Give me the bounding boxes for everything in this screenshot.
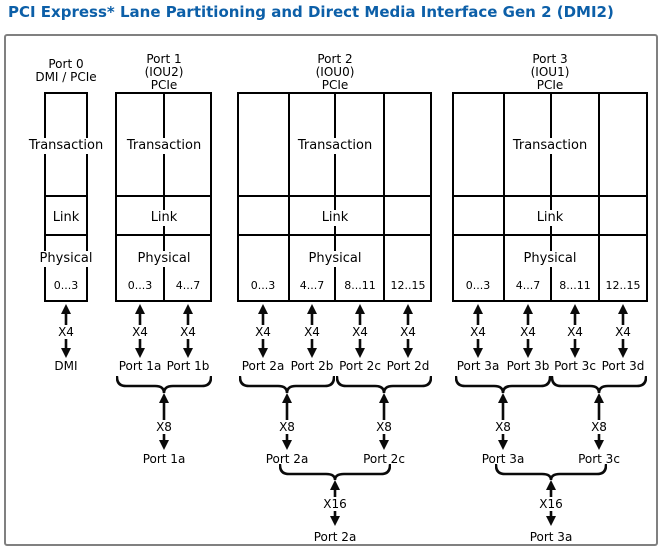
port1-name: Port 1 bbox=[146, 52, 182, 66]
x4-label: X4 bbox=[302, 325, 322, 339]
brace-port3a-x16 bbox=[495, 464, 607, 481]
x4-target-port3a: Port 3a bbox=[456, 359, 500, 373]
page-title: PCI Express* Lane Partitioning and Direc… bbox=[8, 3, 614, 21]
port1-lane-divider bbox=[163, 94, 165, 300]
port1-type: PCIe bbox=[150, 78, 178, 92]
diagram-frame: Port 0 DMI / PCIe Port 1 (IOU2) PCIe Por… bbox=[4, 34, 658, 546]
port3-lane-0: 0...3 bbox=[465, 279, 491, 292]
port2-header: Port 2 (IOU0) PCIe bbox=[316, 53, 355, 92]
x4-target-port3c: Port 3c bbox=[554, 359, 596, 373]
port1-lane-1: 4...7 bbox=[175, 279, 201, 292]
brace-port3a bbox=[455, 376, 551, 394]
port3-lane-2: 8...11 bbox=[559, 279, 591, 292]
x4-label: X4 bbox=[468, 325, 488, 339]
x4-label: X4 bbox=[56, 325, 76, 339]
x16-label: X16 bbox=[321, 497, 349, 511]
x8-label: X8 bbox=[277, 420, 297, 434]
x4-target-port1a: Port 1a bbox=[118, 359, 162, 373]
port2-iou: (IOU0) bbox=[315, 65, 355, 79]
port0-name: Port 0 bbox=[48, 57, 84, 71]
x8-label: X8 bbox=[374, 420, 394, 434]
port2-lane-3: 12..15 bbox=[390, 279, 426, 292]
x4-label: X4 bbox=[350, 325, 370, 339]
port0-subtitle: DMI / PCIe bbox=[35, 70, 97, 84]
x4-label: X4 bbox=[253, 325, 273, 339]
x4-target-port1b: Port 1b bbox=[166, 359, 210, 373]
x16-label: X16 bbox=[537, 497, 565, 511]
port2-lane-divider-1 bbox=[288, 94, 290, 300]
brace-port3c bbox=[551, 376, 647, 394]
x8-target-port1a: Port 1a bbox=[142, 452, 186, 466]
port2-lane-2: 8...11 bbox=[344, 279, 376, 292]
x8-label: X8 bbox=[493, 420, 513, 434]
port0-box bbox=[44, 92, 88, 302]
port1-transaction-label: Transaction bbox=[123, 138, 205, 154]
port0-header: Port 0 DMI / PCIe bbox=[35, 58, 96, 84]
x4-target-dmi: DMI bbox=[54, 359, 78, 373]
port2-physical-label: Physical bbox=[305, 251, 365, 267]
x4-label: X4 bbox=[398, 325, 418, 339]
port3-name: Port 3 bbox=[532, 52, 568, 66]
port1-header: Port 1 (IOU2) PCIe bbox=[145, 53, 184, 92]
port1-lane-0: 0...3 bbox=[127, 279, 153, 292]
port1-iou: (IOU2) bbox=[144, 65, 184, 79]
port3-iou: (IOU1) bbox=[530, 65, 570, 79]
brace-port2c bbox=[336, 376, 432, 394]
port0-link-label: Link bbox=[49, 210, 83, 226]
x4-target-port3b: Port 3b bbox=[506, 359, 550, 373]
port2-lane-divider-3 bbox=[383, 94, 385, 300]
x4-label: X4 bbox=[178, 325, 198, 339]
brace-port2a-x16 bbox=[279, 464, 391, 481]
port2-link-label: Link bbox=[318, 210, 352, 226]
x8-target-port3a: Port 3a bbox=[481, 452, 525, 466]
port0-link-physical-divider bbox=[46, 234, 86, 236]
port3-lane-divider-1 bbox=[503, 94, 505, 300]
x8-target-port2a: Port 2a bbox=[265, 452, 309, 466]
port3-type: PCIe bbox=[536, 78, 564, 92]
x4-target-port2a: Port 2a bbox=[241, 359, 285, 373]
port3-lane-1: 4...7 bbox=[515, 279, 541, 292]
port3-lane-divider-3 bbox=[598, 94, 600, 300]
port2-lane-divider-2 bbox=[334, 94, 336, 300]
x4-target-port2d: Port 2d bbox=[386, 359, 430, 373]
x16-target-port3a: Port 3a bbox=[529, 530, 573, 544]
port0-transaction-link-divider bbox=[46, 195, 86, 197]
port0-transaction-label: Transaction bbox=[25, 138, 107, 154]
x4-target-port2c: Port 2c bbox=[339, 359, 381, 373]
x4-target-port2b: Port 2b bbox=[290, 359, 334, 373]
x8-target-port3c: Port 3c bbox=[578, 452, 620, 466]
port2-name: Port 2 bbox=[317, 52, 353, 66]
port3-lane-divider-2 bbox=[550, 94, 552, 300]
x4-label: X4 bbox=[518, 325, 538, 339]
x4-label: X4 bbox=[613, 325, 633, 339]
port2-lane-1: 4...7 bbox=[299, 279, 325, 292]
brace-port2a bbox=[239, 376, 335, 394]
port3-box bbox=[452, 92, 648, 302]
port1-physical-label: Physical bbox=[134, 251, 194, 267]
x4-label: X4 bbox=[565, 325, 585, 339]
port2-box bbox=[237, 92, 432, 302]
port3-lane-3: 12..15 bbox=[605, 279, 641, 292]
port2-lane-0: 0...3 bbox=[250, 279, 276, 292]
brace-port1a bbox=[116, 376, 212, 394]
port2-transaction-label: Transaction bbox=[294, 138, 376, 154]
port0-lane-0: 0...3 bbox=[53, 279, 79, 292]
x8-label: X8 bbox=[154, 420, 174, 434]
port0-physical-label: Physical bbox=[36, 251, 96, 267]
port1-box bbox=[115, 92, 212, 302]
x8-target-port2c: Port 2c bbox=[363, 452, 405, 466]
x16-target-port2a: Port 2a bbox=[313, 530, 357, 544]
port3-transaction-label: Transaction bbox=[509, 138, 591, 154]
x4-label: X4 bbox=[130, 325, 150, 339]
port1-link-label: Link bbox=[147, 210, 181, 226]
port3-physical-label: Physical bbox=[520, 251, 580, 267]
x4-target-port3d: Port 3d bbox=[601, 359, 645, 373]
port2-type: PCIe bbox=[321, 78, 349, 92]
port3-link-label: Link bbox=[533, 210, 567, 226]
x8-label: X8 bbox=[589, 420, 609, 434]
port3-header: Port 3 (IOU1) PCIe bbox=[531, 53, 570, 92]
